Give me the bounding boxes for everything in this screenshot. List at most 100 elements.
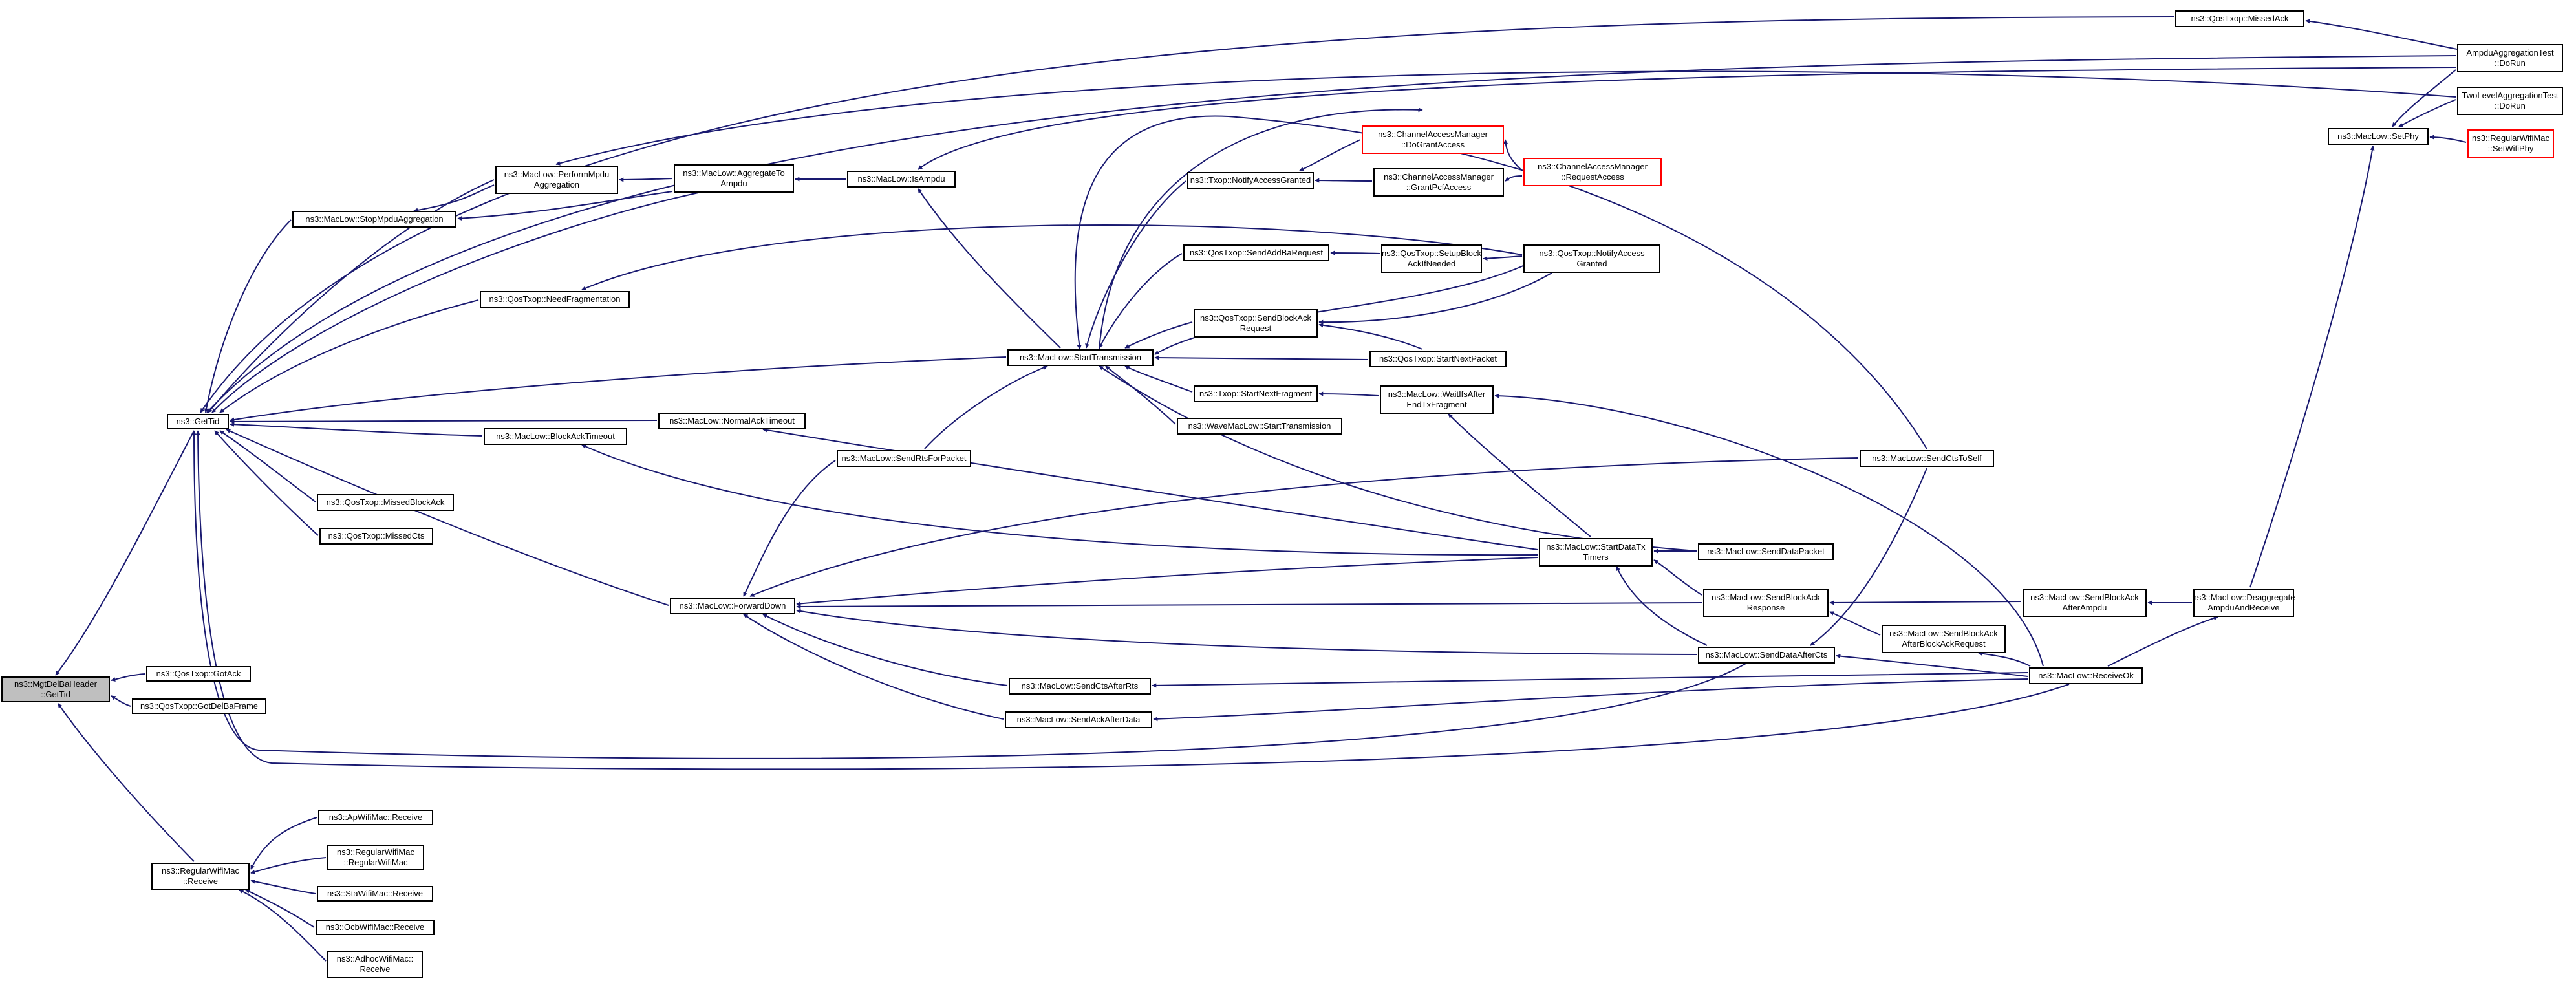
edge-missedack-ampdutest: [2305, 19, 2458, 50]
node-regularwifimac-setwifiphy[interactable]: ns3::RegularWifiMac ::SetWifiPhy: [2467, 129, 2554, 158]
node-normalacktimeout[interactable]: ns3::MacLow::NormalAckTimeout: [658, 413, 806, 429]
node-twolevelaggregationtest-dorun[interactable]: TwoLevelAggregationTest ::DoRun: [2457, 87, 2563, 115]
edge-afterbarequest-receiveok: [1978, 651, 2031, 667]
edge-gettid-forwarddown: [226, 429, 669, 606]
node-apwifimac-receive[interactable]: ns3::ApWifiMac::Receive: [318, 810, 433, 825]
node-sendrtsforpacket[interactable]: ns3::MacLow::SendRtsForPacket: [837, 450, 971, 467]
node-regularwifimac-receive[interactable]: ns3::RegularWifiMac ::Receive: [151, 863, 250, 890]
node-aggregatetoampdu[interactable]: ns3::MacLow::AggregateTo Ampdu: [674, 164, 794, 193]
edge-isampdu-ampdutest: [918, 67, 2456, 170]
edge-isampdu-starttransmission: [918, 188, 1061, 349]
node-cam-dograntaccess[interactable]: ns3::ChannelAccessManager ::DoGrantAcces…: [1362, 125, 1504, 154]
edge-gettid-needfrag: [219, 299, 479, 413]
edge-gettid-ampdutest: [206, 55, 2456, 413]
node-sendaddbarequest[interactable]: ns3::QosTxop::SendAddBaRequest: [1183, 244, 1329, 261]
node-sendblockackrequest[interactable]: ns3::QosTxop::SendBlockAck Request: [1194, 309, 1318, 338]
edge-rwm-adhocwifimac: [239, 889, 327, 962]
node-senddataafterrcts[interactable]: ns3::MacLow::SendDataAfterCts: [1698, 647, 1835, 664]
edge-root-gettid: [55, 430, 195, 676]
edge-starttransmission-startnextfragment: [1124, 365, 1193, 393]
node-adhocwifimac-receive[interactable]: ns3::AdhocWifiMac:: Receive: [327, 951, 423, 978]
edge-senddataaftercts-sendctsafterrts: [1152, 672, 2028, 688]
node-stopmpduaggregation[interactable]: ns3::MacLow::StopMpduAggregation: [292, 211, 456, 228]
edge-startdatatx-sendblockackresponse: [1653, 559, 1702, 596]
edge-waitifs-receiveok: [1494, 393, 2044, 667]
node-qostxop-notifyaccessgranted[interactable]: ns3::QosTxop::NotifyAccess Granted: [1523, 244, 1660, 273]
edge-normalacktimeout-startdatatx: [762, 427, 1538, 550]
edge-twolevel-performmpdu: [555, 70, 2456, 166]
edge-setupblockack-qosnotify: [1483, 255, 1523, 261]
edge-setphy-ampdutest: [2392, 69, 2456, 127]
node-isampdu[interactable]: ns3::MacLow::IsAmpdu: [847, 171, 956, 188]
node-startdatatxtimers[interactable]: ns3::MacLow::StartDataTx Timers: [1539, 538, 1653, 567]
edge-sendbarequest-qosnotify: [1318, 272, 1552, 325]
edge-rwm-ocbwifimac: [245, 889, 315, 928]
edge-senddataaftercts-sendctstoself: [1810, 468, 1927, 646]
node-missedblockack[interactable]: ns3::QosTxop::MissedBlockAck: [317, 494, 454, 511]
node-starttransmission[interactable]: ns3::MacLow::StartTransmission: [1007, 349, 1154, 366]
node-txop-notifyaccessgranted[interactable]: ns3::Txop::NotifyAccessGranted: [1187, 172, 1314, 189]
node-sendctstoself[interactable]: ns3::MacLow::SendCtsToSelf: [1860, 450, 1994, 467]
node-receiveok[interactable]: ns3::MacLow::ReceiveOk: [2029, 667, 2143, 684]
edge-root-gotdelbaframe: [111, 695, 131, 707]
edge-starttransmission-txopnotify: [1085, 180, 1186, 349]
edge-forwarddown-senddataaftercts: [796, 609, 1697, 655]
edge-gettid-stopmpdu: [204, 219, 292, 413]
node-needfragmentation[interactable]: ns3::QosTxop::NeedFragmentation: [480, 291, 630, 308]
node-blockacktimeout[interactable]: ns3::MacLow::BlockAckTimeout: [484, 428, 627, 445]
node-mgtdelbaheader-gettid: ns3::MgtDelBaHeader ::GetTid: [1, 676, 110, 702]
edge-starttransmission-sendbarequest: [1124, 321, 1193, 349]
node-qostxop-startnextpacket[interactable]: ns3::QosTxop::StartNextPacket: [1369, 351, 1507, 367]
edge-startdatatx-senddataaftercts: [1616, 566, 1708, 646]
node-cam-requestaccess[interactable]: ns3::ChannelAccessManager ::RequestAcces…: [1523, 158, 1662, 186]
node-sendblockackresponse[interactable]: ns3::MacLow::SendBlockAck Response: [1703, 589, 1829, 617]
edge-gettid-sendctstoself: [1074, 115, 1927, 449]
node-setupblockackifneeded[interactable]: ns3::QosTxop::SetupBlock AckIfNeeded: [1381, 244, 1482, 273]
node-qostxop-missedack[interactable]: ns3::QosTxop::MissedAck: [2175, 10, 2304, 27]
edge-setphy-setwifiphy: [2429, 135, 2467, 143]
edge-root-regularwifimac-receive: [58, 703, 195, 862]
node-wavemaclow-starttransmission[interactable]: ns3::WaveMacLow::StartTransmission: [1177, 418, 1342, 435]
edge-starttransmission-qosnotify: [1154, 265, 1525, 355]
edge-starttransmission-sendctstoself: [1099, 107, 1423, 350]
edge-waitifs-startdatatx: [1448, 413, 1591, 537]
edge-sendackafterdata-receiveok: [1153, 678, 2028, 722]
node-ampduaggregationtest-dorun[interactable]: AmpduAggregationTest ::DoRun: [2457, 44, 2563, 72]
node-waitifsafterendtxfragment[interactable]: ns3::MacLow::WaitIfsAfter EndTxFragment: [1380, 385, 1494, 414]
edge-rwm-stawifimac: [250, 879, 316, 894]
node-deaggregateampduandreceive[interactable]: ns3::MacLow::Deaggregate AmpduAndReceive: [2193, 589, 2295, 617]
edge-forwarddown-startdatatx: [796, 557, 1538, 606]
node-qostxop-gotack[interactable]: ns3::QosTxop::GotAck: [146, 666, 251, 682]
node-missedcts[interactable]: ns3::QosTxop::MissedCts: [319, 528, 433, 545]
node-sendblockackafterblockackrequest[interactable]: ns3::MacLow::SendBlockAck AfterBlockAckR…: [1882, 625, 2006, 653]
node-sendctsafterrts[interactable]: ns3::MacLow::SendCtsAfterRts: [1009, 678, 1151, 695]
edge-gettid-missedack: [200, 16, 2174, 413]
node-stawifimac-receive[interactable]: ns3::StaWifiMac::Receive: [317, 886, 433, 902]
edge-forwarddown-sendctsafterrts: [762, 614, 1008, 686]
edge-stopmpdu-performmpdu: [413, 184, 495, 213]
edge-sendblockackresponse-afterampdu: [1829, 600, 2022, 605]
node-regularwifimac-ctor[interactable]: ns3::RegularWifiMac ::RegularWifiMac: [327, 845, 424, 870]
node-txop-startnextfragment[interactable]: ns3::Txop::StartNextFragment: [1194, 385, 1318, 402]
node-maclow-setphy[interactable]: ns3::MacLow::SetPhy: [2328, 128, 2429, 145]
edge-stopmpdu-aggregatetoampdu: [457, 191, 673, 221]
edge-sendaddba-setupblockack: [1330, 250, 1380, 255]
edge-grantpcf-requestaccess: [1505, 175, 1523, 182]
edge-rwm-apwifimac: [250, 817, 317, 870]
node-gettid[interactable]: ns3::GetTid: [167, 414, 229, 429]
node-sendackafterdata[interactable]: ns3::MacLow::SendAckAfterData: [1005, 711, 1152, 728]
edge-gettid-normalacktimeout: [230, 419, 658, 424]
node-senddatapacket[interactable]: ns3::MacLow::SendDataPacket: [1698, 543, 1834, 560]
edge-sendbarequest-startnextpacket: [1318, 323, 1423, 350]
edge-performmpdu-aggregatetoampdu: [619, 177, 673, 182]
node-qostxop-gotdelbaframe[interactable]: ns3::QosTxop::GotDelBaFrame: [132, 698, 266, 714]
node-cam-grantpcfaccess[interactable]: ns3::ChannelAccessManager ::GrantPcfAcce…: [1373, 168, 1504, 197]
node-sendblockackafterampdu[interactable]: ns3::MacLow::SendBlockAck AfterAmpdu: [2023, 589, 2147, 617]
edge-setphy-twolevel: [2398, 99, 2456, 127]
node-ocbwifimac-receive[interactable]: ns3::OcbWifiMac::Receive: [316, 920, 435, 935]
edge-gettid-aggregatetoampdu: [211, 192, 699, 413]
node-performmpduaggregation[interactable]: ns3::MacLow::PerformMpdu Aggregation: [495, 166, 618, 194]
node-forwarddown[interactable]: ns3::MacLow::ForwardDown: [670, 598, 795, 614]
edge-gettid-receiveok: [195, 430, 2070, 770]
